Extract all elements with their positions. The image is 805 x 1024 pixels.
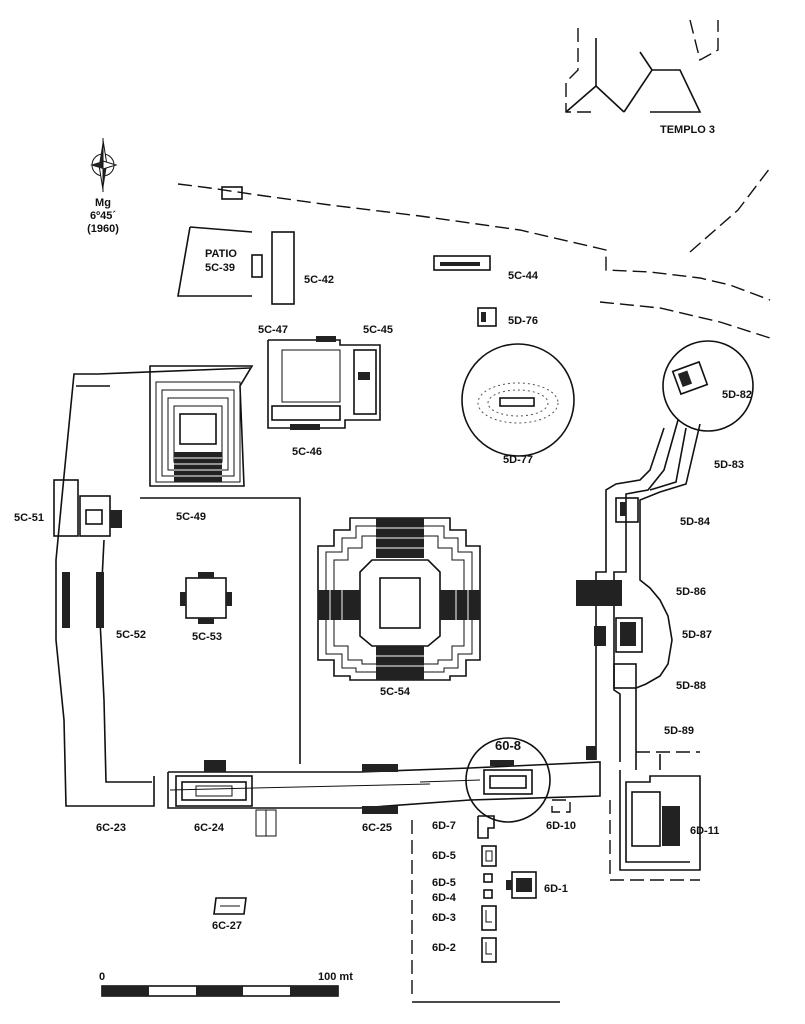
structure-5C-44 — [433, 255, 491, 271]
north-label: Mg — [95, 197, 111, 209]
label-5C-51: 5C-51 — [14, 512, 44, 524]
north-arrow-icon — [90, 138, 118, 192]
year-label: (1960) — [87, 223, 119, 235]
label-6D-5b: 6D-5 — [432, 877, 456, 889]
scale-end-label: 100 mt — [318, 971, 353, 983]
patio-label: PATIO — [205, 248, 237, 260]
label-6D-11: 6D-11 — [690, 825, 719, 837]
structure-5D-82-circle — [662, 340, 754, 432]
label-6C-23: 6C-23 — [96, 822, 126, 834]
label-5D-87: 5D-87 — [682, 629, 712, 641]
structure-5C-45-group — [267, 336, 381, 430]
label-5C-47: 5C-47 — [258, 324, 288, 336]
label-6D-10: 6D-10 — [546, 820, 576, 832]
templo-3-label: TEMPLO 3 — [660, 124, 715, 136]
structure-5D-87 — [615, 617, 643, 653]
label-6D-2: 6D-2 — [432, 942, 456, 954]
structure-5D-86 — [576, 580, 622, 606]
label-5D-84: 5D-84 — [680, 516, 711, 528]
structure-5C-53 — [185, 577, 227, 619]
label-5D-88: 5D-88 — [676, 680, 706, 692]
label-5D-89: 5D-89 — [664, 725, 694, 737]
label-5C-44: 5C-44 — [508, 270, 539, 282]
structure-6D-10 — [551, 799, 571, 813]
scale-bar — [101, 985, 339, 997]
label-5C-52: 5C-52 — [116, 629, 146, 641]
label-5C-46: 5C-46 — [292, 446, 322, 458]
structure-5D-76 — [477, 307, 497, 327]
structure-5C-54 — [317, 517, 481, 681]
label-5D-77: 5D-77 — [503, 454, 533, 466]
label-5C-53: 5C-53 — [192, 631, 222, 643]
label-60-8: 60-8 — [495, 738, 521, 753]
structure-6D-7 — [477, 815, 495, 839]
label-5C-39: 5C-39 — [205, 262, 235, 274]
label-6D-7: 6D-7 — [432, 820, 456, 832]
label-5D-82: 5D-82 — [722, 389, 752, 401]
structure-6D-11 — [631, 791, 661, 847]
label-5C-54: 5C-54 — [380, 686, 411, 698]
label-5D-83: 5D-83 — [714, 459, 744, 471]
structure-60-8-circle — [465, 737, 551, 823]
label-5C-42: 5C-42 — [304, 274, 334, 286]
templo-3-structure — [565, 19, 719, 113]
label-6C-24: 6C-24 — [194, 822, 225, 834]
label-6C-25: 6C-25 — [362, 822, 392, 834]
structure-5C-42 — [271, 231, 295, 305]
label-6D-1: 6D-1 — [544, 883, 568, 895]
structure-5D-88 — [613, 663, 637, 689]
declination-label: 6º45´ — [90, 210, 116, 222]
label-6D-4: 6D-4 — [432, 892, 457, 904]
label-5D-86: 5D-86 — [676, 586, 706, 598]
structure-6C-24 — [175, 775, 253, 807]
scale-start-label: 0 — [99, 971, 105, 983]
west-pyramid — [149, 365, 254, 487]
structure-5C-51 — [53, 479, 79, 537]
structure-5D-77-circle — [461, 343, 575, 457]
label-6D-5a: 6D-5 — [432, 850, 456, 862]
label-5C-45: 5C-45 — [363, 324, 393, 336]
structure-5D-84 — [615, 497, 639, 523]
label-6C-27: 6C-27 — [212, 920, 242, 932]
label-5D-76: 5D-76 — [508, 315, 538, 327]
label-5C-49: 5C-49 — [176, 511, 206, 523]
label-6D-3: 6D-3 — [432, 912, 456, 924]
structure-6C-27 — [213, 897, 247, 915]
